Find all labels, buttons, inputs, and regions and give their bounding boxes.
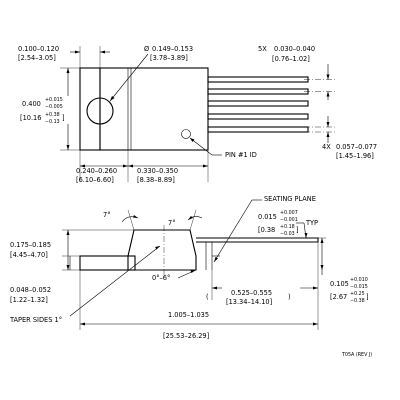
top-view: 0.100–0.120 [2.54–3.05] Ø 0.149–0.153 [3… xyxy=(18,45,377,184)
body-height-mm-tol-minus: −0.13 xyxy=(45,119,60,125)
lead-pitch-count: 5X xyxy=(258,45,267,53)
pin1-id-mark xyxy=(181,129,191,139)
lead-4 xyxy=(207,113,309,120)
tab-thickness-inch: 0.048–0.052 xyxy=(10,286,51,294)
lead-offset-tol-plus: +0.010 xyxy=(350,277,368,283)
body-height-mm: [10.16 xyxy=(20,114,41,122)
side-lead xyxy=(196,237,319,243)
lead-offset-tol-minus: −0.015 xyxy=(350,284,368,290)
lead-offset-mm: [2.67 xyxy=(330,293,347,301)
total-length-inch: 1.005–1.035 xyxy=(168,311,209,319)
body-right-mm: [8.38–8.89] xyxy=(137,176,175,184)
body-height-mm-close: ] xyxy=(62,114,65,122)
lead-offset-mm-tol-minus: −0.38 xyxy=(350,298,365,304)
body-left-inch: 0.240–0.260 xyxy=(76,167,117,175)
lead-length-inch: 0.525–0.555 xyxy=(231,289,272,297)
body-left-mm: [6.10–6.60] xyxy=(76,176,114,184)
body-height-tol-minus: −0.005 xyxy=(45,104,63,110)
lead-width-mm: [1.45–1.96] xyxy=(336,152,374,160)
side-body xyxy=(127,229,197,271)
lead-5 xyxy=(207,126,309,133)
body-outline xyxy=(99,67,209,151)
lead-3 xyxy=(207,100,309,107)
side-view: 7° 7° SEATING PLANE 0.015 +0.007 −0.001 … xyxy=(9,195,369,340)
tab-width-inch: 0.100–0.120 xyxy=(18,45,59,53)
hole-diameter-symbol: Ø xyxy=(144,45,149,53)
draft-angle-right: 7° xyxy=(168,219,176,227)
lead-width-inch: 0.057–0.077 xyxy=(336,143,377,151)
lead-thickness-inch: 0.015 xyxy=(258,213,277,221)
lead-length-open: ( xyxy=(206,293,209,301)
pin1-id-label: PIN #1 ID xyxy=(225,151,257,159)
tab-width-mm: [2.54–3.05] xyxy=(18,54,56,62)
lead-thickness-mm-tol-minus: −0.03 xyxy=(280,231,295,237)
lead-pitch-mm: [0.76–1.02] xyxy=(272,55,310,63)
total-length-mm: [25.53–26.29] xyxy=(163,332,209,340)
draft-angle-left: 7° xyxy=(103,211,111,219)
mounting-hole xyxy=(86,97,114,125)
lead-thickness-mm-tol-plus: +0.18 xyxy=(280,224,295,230)
tab-thickness-mm: [1.22–1.32] xyxy=(10,296,48,304)
body-height-tol-plus: +0.015 xyxy=(45,97,63,103)
lead-thickness-tol-minus: −0.001 xyxy=(280,217,298,223)
height-inch: 0.175–0.185 xyxy=(10,241,51,249)
drawing-code: T05A (REV J) xyxy=(341,352,372,358)
lead-thickness-typ: TYP xyxy=(305,219,318,227)
hole-diameter-mm: [3.78–3.89] xyxy=(150,54,188,62)
hole-leader xyxy=(109,53,149,102)
lead-length-close: ) xyxy=(288,293,291,301)
body-height-inch: 0.400 xyxy=(22,100,41,108)
taper-sides-label: TAPER SIDES 1° xyxy=(9,316,62,324)
height-mm: [4.45–4.70] xyxy=(10,251,48,259)
seating-plane-label: SEATING PLANE xyxy=(264,195,316,203)
body-right-inch: 0.330–0.350 xyxy=(137,167,178,175)
lead-offset-mm-close: ] xyxy=(366,293,369,301)
lead-thickness-mm: [0.38 xyxy=(258,226,275,234)
lead-thickness-tol-plus: +0.007 xyxy=(280,210,298,216)
hole-diameter-inch: 0.149–0.153 xyxy=(152,45,193,53)
lead-2 xyxy=(207,88,309,95)
lead-1 xyxy=(207,76,309,83)
lead-offset-mm-tol-plus: +0.25 xyxy=(350,291,365,297)
leads-top xyxy=(207,76,309,133)
body-height-mm-tol-plus: +0.38 xyxy=(45,112,60,118)
lead-width-count: 4X xyxy=(322,143,331,151)
lead-length-mm: [13.34–14.10] xyxy=(226,298,272,306)
side-tab xyxy=(79,255,136,271)
lead-angle: 0°–6° xyxy=(152,274,170,282)
lead-thickness-mm-close: ] xyxy=(296,226,299,234)
lead-offset-inch: 0.105 xyxy=(330,280,349,288)
lead-pitch-inch: 0.030–0.040 xyxy=(274,45,315,53)
tab-outline xyxy=(79,67,101,151)
